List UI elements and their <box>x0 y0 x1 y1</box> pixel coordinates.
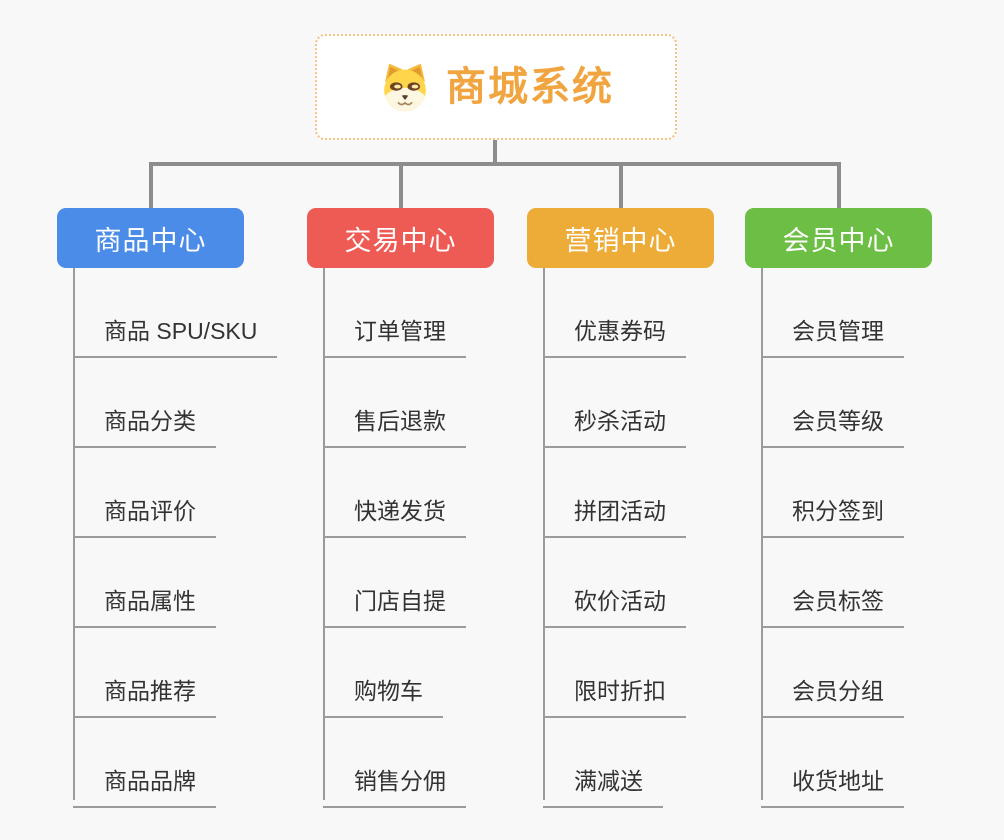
leaf-item[interactable]: 砍价活动 <box>543 582 686 628</box>
leaf-item[interactable]: 商品评价 <box>73 492 216 538</box>
connector-drop-goods <box>149 162 153 212</box>
connector-vline <box>73 268 75 800</box>
leaf-item[interactable]: 商品分类 <box>73 402 216 448</box>
leaf-item[interactable]: 商品 SPU/SKU <box>73 312 278 358</box>
leaf-item[interactable]: 会员标签 <box>761 582 904 628</box>
leaf-item[interactable]: 优惠券码 <box>543 312 686 358</box>
leaf-item[interactable]: 会员分组 <box>761 672 904 718</box>
connector-horizontal <box>149 162 841 166</box>
connector-vline <box>323 268 325 800</box>
leaf-item[interactable]: 订单管理 <box>323 312 466 358</box>
branch-children-marketing: 优惠券码 秒杀活动 拼团活动 砍价活动 限时折扣 满减送 <box>543 268 686 808</box>
leaf-item[interactable]: 限时折扣 <box>543 672 686 718</box>
branch-children-goods: 商品 SPU/SKU 商品分类 商品评价 商品属性 商品推荐 商品品牌 <box>73 268 278 808</box>
branch-node-trade-center[interactable]: 交易中心 <box>307 208 494 268</box>
branch-node-member-center[interactable]: 会员中心 <box>745 208 932 268</box>
root-title: 商城系统 <box>446 65 614 109</box>
leaf-item[interactable]: 会员等级 <box>761 402 904 448</box>
leaf-item[interactable]: 商品推荐 <box>73 672 216 718</box>
leaf-item[interactable]: 商品品牌 <box>73 762 216 808</box>
branch-children-trade: 订单管理 售后退款 快递发货 门店自提 购物车 销售分佣 <box>323 268 466 808</box>
dog-face-icon <box>378 62 432 112</box>
leaf-item[interactable]: 拼团活动 <box>543 492 686 538</box>
connector-vline <box>543 268 545 800</box>
leaf-item[interactable]: 快递发货 <box>323 492 466 538</box>
leaf-item[interactable]: 购物车 <box>323 672 443 718</box>
leaf-item[interactable]: 售后退款 <box>323 402 466 448</box>
branch-node-marketing-center[interactable]: 营销中心 <box>527 208 714 268</box>
branch-node-goods-center[interactable]: 商品中心 <box>57 208 244 268</box>
leaf-item[interactable]: 商品属性 <box>73 582 216 628</box>
leaf-item[interactable]: 秒杀活动 <box>543 402 686 448</box>
leaf-item[interactable]: 满减送 <box>543 762 663 808</box>
connector-vline <box>761 268 763 800</box>
connector-drop-marketing <box>619 162 623 212</box>
connector-root-stem <box>493 138 497 166</box>
connector-drop-trade <box>399 162 403 212</box>
leaf-item[interactable]: 销售分佣 <box>323 762 466 808</box>
connector-drop-member <box>837 162 841 212</box>
leaf-item[interactable]: 门店自提 <box>323 582 466 628</box>
leaf-item[interactable]: 积分签到 <box>761 492 904 538</box>
leaf-item[interactable]: 会员管理 <box>761 312 904 358</box>
root-node[interactable]: 商城系统 <box>315 34 677 140</box>
leaf-item[interactable]: 收货地址 <box>761 762 904 808</box>
branch-children-member: 会员管理 会员等级 积分签到 会员标签 会员分组 收货地址 <box>761 268 904 808</box>
